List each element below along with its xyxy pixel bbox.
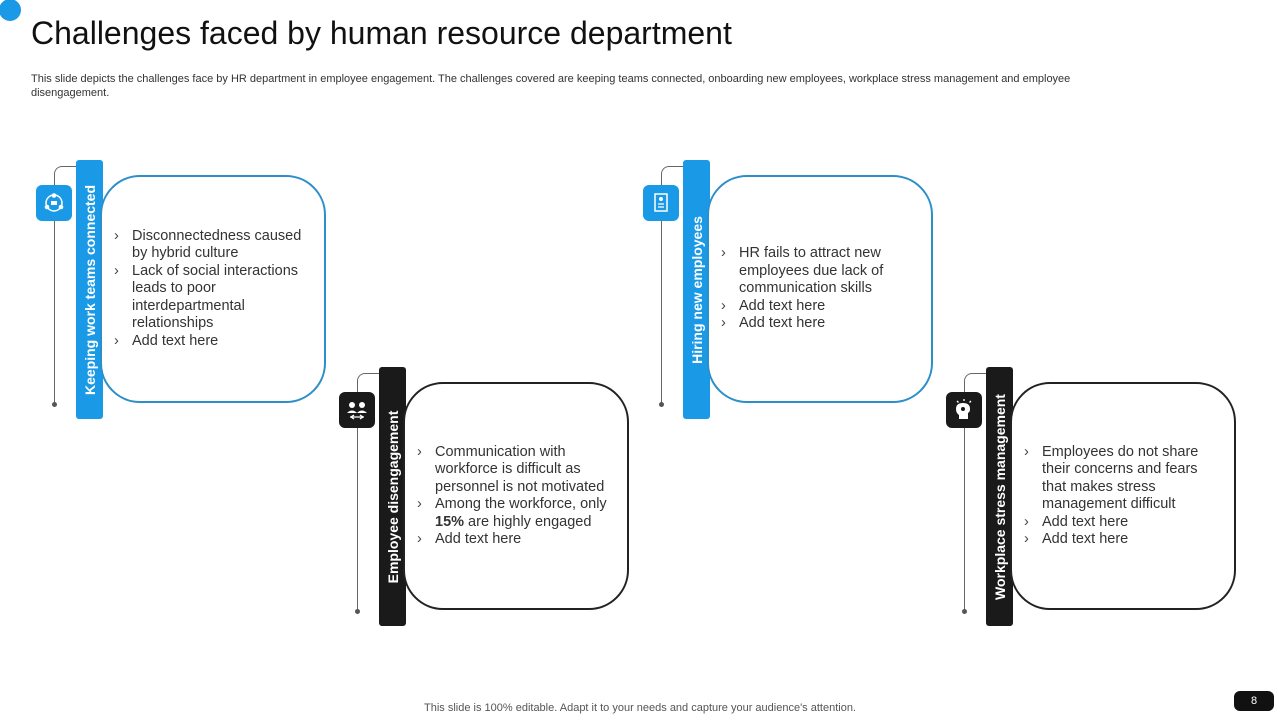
card-bracket-line — [54, 166, 77, 407]
list-item: Employees do not share their concerns an… — [1024, 444, 1224, 514]
list-item: Add text here — [1024, 531, 1224, 549]
content-bubble: Communication with workforce is difficul… — [403, 382, 629, 610]
list-item: Add text here — [114, 333, 314, 351]
category-strip: Hiring new employees — [683, 160, 710, 419]
card-bracket-dot — [962, 609, 967, 614]
resume-document-icon — [643, 185, 679, 221]
category-label: Workplace stress management — [991, 393, 1008, 600]
card-bracket-dot — [659, 402, 664, 407]
footer-note: This slide is 100% editable. Adapt it to… — [424, 702, 856, 714]
category-strip: Employee disengagement — [379, 367, 406, 626]
page-subtitle: This slide depicts the challenges face b… — [31, 73, 1071, 99]
stressed-head-icon — [946, 392, 982, 428]
bullet-text: are highly engaged — [464, 513, 592, 530]
card-hiring-new-employees: Hiring new employees HR fails to attract… — [641, 160, 933, 420]
list-item: Add text here — [417, 531, 617, 549]
list-item: Communication with workforce is difficul… — [417, 444, 617, 497]
list-item: Add text here — [721, 315, 921, 333]
card-keeping-teams-connected: Keeping work teams connected Disconnecte… — [34, 160, 326, 420]
card-bracket-line — [964, 373, 987, 614]
bullet-text: Among the workforce, only — [435, 496, 607, 512]
bullet-list: Disconnectedness caused by hybrid cultur… — [102, 228, 324, 351]
category-label: Hiring new employees — [688, 215, 705, 364]
bullet-list: Employees do not share their concerns an… — [1012, 444, 1234, 549]
card-bracket-line — [357, 373, 380, 614]
card-bracket-dot — [52, 402, 57, 407]
engagement-percentage: 15% — [435, 513, 465, 530]
bullet-list: HR fails to attract new employees due la… — [709, 245, 931, 333]
page-title: Challenges faced by human resource depar… — [31, 15, 732, 51]
list-item: HR fails to attract new employees due la… — [721, 245, 921, 298]
corner-accent-dot — [0, 0, 21, 21]
category-label: Keeping work teams connected — [81, 184, 98, 395]
list-item: Among the workforce, only 15% are highly… — [417, 496, 617, 531]
category-label: Employee disengagement — [384, 410, 401, 583]
card-bracket-line — [661, 166, 684, 407]
category-strip: Keeping work teams connected — [76, 160, 103, 419]
card-employee-disengagement: Employee disengagement Communication wit… — [337, 367, 629, 627]
content-bubble: Disconnectedness caused by hybrid cultur… — [100, 175, 326, 403]
bullet-list: Communication with workforce is difficul… — [405, 444, 627, 549]
content-bubble: HR fails to attract new employees due la… — [707, 175, 933, 403]
page-number-badge: 8 — [1234, 691, 1274, 711]
card-bracket-dot — [355, 609, 360, 614]
people-exchange-icon — [339, 392, 375, 428]
card-workplace-stress-management: Workplace stress management Employees do… — [944, 367, 1236, 627]
list-item: Disconnectedness caused by hybrid cultur… — [114, 228, 314, 263]
team-network-icon — [36, 185, 72, 221]
category-strip: Workplace stress management — [986, 367, 1013, 626]
content-bubble: Employees do not share their concerns an… — [1010, 382, 1236, 610]
list-item: Add text here — [1024, 514, 1224, 532]
list-item: Add text here — [721, 298, 921, 316]
list-item: Lack of social interactions leads to poo… — [114, 263, 314, 333]
